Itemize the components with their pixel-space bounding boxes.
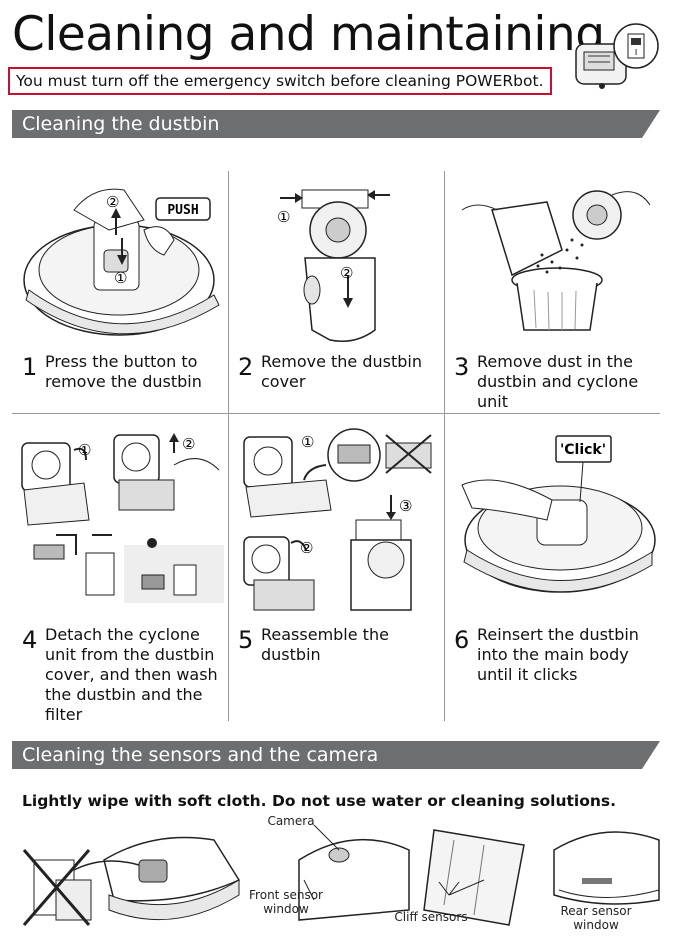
step5-marker-3: ③ <box>399 497 412 515</box>
step4-illustration: ① ② <box>21 433 224 603</box>
step1-marker-1: ① <box>114 269 127 287</box>
robot-switch-illustration: I <box>575 23 659 89</box>
step-text: Reinsert the dustbin into the main body … <box>477 625 639 684</box>
step-text: Remove dust in the dustbin and cyclone u… <box>477 352 639 411</box>
click-label: 'Click' <box>560 442 606 458</box>
step-text: Detach the cyclone unit from the dustbin… <box>45 625 218 724</box>
step5-illustration: ① ② ③ <box>243 428 432 611</box>
step-number: 1 <box>22 353 38 381</box>
step-number: 5 <box>238 626 254 654</box>
section-header-sensors: Cleaning the sensors and the camera <box>12 741 660 769</box>
warning-notice: You must turn off the emergency switch b… <box>8 67 552 95</box>
step1-marker-2: ② <box>106 193 119 211</box>
step2-marker-1: ① <box>277 208 290 226</box>
label-camera: Camera <box>267 814 315 828</box>
sensors-illustration <box>22 824 660 926</box>
push-label: PUSH <box>167 203 198 218</box>
section-header-dustbin: Cleaning the dustbin <box>12 110 660 138</box>
step3-illustration <box>461 190 651 331</box>
step2-illustration: ① ② <box>277 189 390 342</box>
step1-illustration: ② ① PUSH <box>23 188 220 336</box>
step-number: 3 <box>454 353 470 381</box>
svg-text:I: I <box>635 48 637 57</box>
cleaning-note: Lightly wipe with soft cloth. Do not use… <box>22 792 617 810</box>
step-number: 2 <box>238 353 254 381</box>
label-cliff-sensors: Cliff sensors <box>394 910 468 924</box>
step-number: 4 <box>22 626 38 654</box>
label-rear-sensor: Rear sensor window <box>560 904 632 932</box>
step-text: Remove the dustbin cover <box>261 352 423 391</box>
step2-marker-2: ② <box>340 264 353 282</box>
step4-marker-1: ① <box>78 441 91 459</box>
step-text: Press the button to remove the dustbin <box>45 352 202 391</box>
step5-marker-2: ② <box>300 539 313 557</box>
label-front-sensor: Front sensor window <box>249 888 323 916</box>
step4-marker-2: ② <box>182 435 195 453</box>
step6-illustration: 'Click' <box>461 435 656 593</box>
page-title: Cleaning and maintaining <box>12 7 605 62</box>
step-text: Reassemble the dustbin <box>261 625 389 664</box>
step5-marker-1: ① <box>301 433 314 451</box>
step-number: 6 <box>454 626 470 654</box>
